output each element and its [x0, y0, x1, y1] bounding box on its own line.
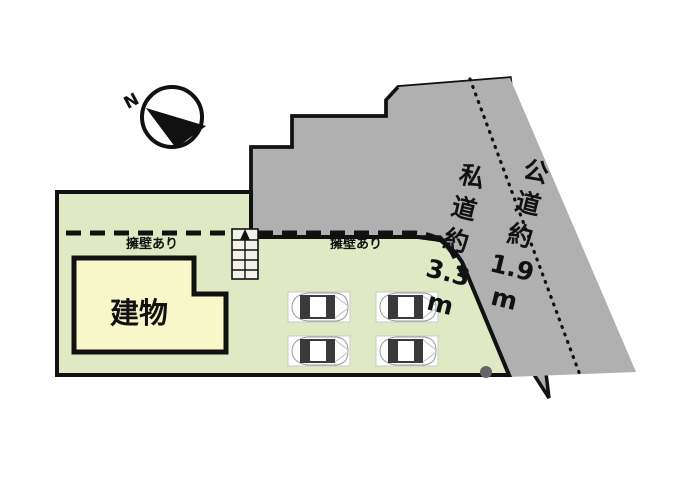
car-rear-detail [327, 339, 335, 363]
car-top-left [287, 291, 351, 323]
car-line-detail-2 [422, 352, 436, 363]
north-arrow-group: N [121, 85, 206, 149]
car-line-detail-2 [422, 308, 436, 319]
car-line-detail-1 [422, 295, 436, 306]
car-rear-detail [327, 295, 335, 319]
car-hood-detail [388, 339, 397, 363]
public-road-label-group: 公 道 約 1.9 m [487, 155, 552, 316]
car-bottom-right [375, 335, 439, 367]
car-top-right [375, 291, 439, 323]
survey-point-dot-icon [480, 366, 492, 378]
building-group: 建物 [71, 255, 229, 355]
compass-needle-tail-icon [146, 108, 176, 148]
car-rear-detail [415, 295, 423, 319]
car-line-detail-2 [334, 308, 348, 319]
car-line-detail-2 [334, 352, 348, 363]
car-roof [308, 295, 328, 319]
car-line-detail-1 [334, 295, 348, 306]
parking-area-group [287, 291, 439, 367]
car-roof [396, 295, 416, 319]
building-footprint [71, 255, 229, 355]
retaining-wall-label-right: 擁壁あり [330, 236, 382, 252]
building-label: 建物 [110, 296, 168, 330]
car-hood-detail [388, 295, 397, 319]
stairs-up-arrow-icon [240, 229, 250, 240]
compass-ring [140, 85, 204, 149]
car-hood-detail [300, 295, 309, 319]
road-area-group [249, 76, 636, 399]
retaining-wall-group: 擁壁あり 擁壁あり [66, 230, 471, 286]
car-line-detail-1 [334, 339, 348, 350]
car-roof [396, 339, 416, 363]
car-hood-detail [300, 339, 309, 363]
road-diagonal-strip [398, 78, 636, 377]
retaining-wall-dashed-line-right [258, 230, 471, 286]
retaining-wall-label-left: 擁壁あり [126, 236, 178, 252]
stairs-group [231, 228, 259, 280]
car-roof [308, 339, 328, 363]
car-rear-detail [415, 339, 423, 363]
car-bottom-left [287, 335, 351, 367]
road-outline [249, 85, 400, 193]
road-divider-dotted-line [468, 77, 582, 377]
car-line-detail-1 [422, 339, 436, 350]
